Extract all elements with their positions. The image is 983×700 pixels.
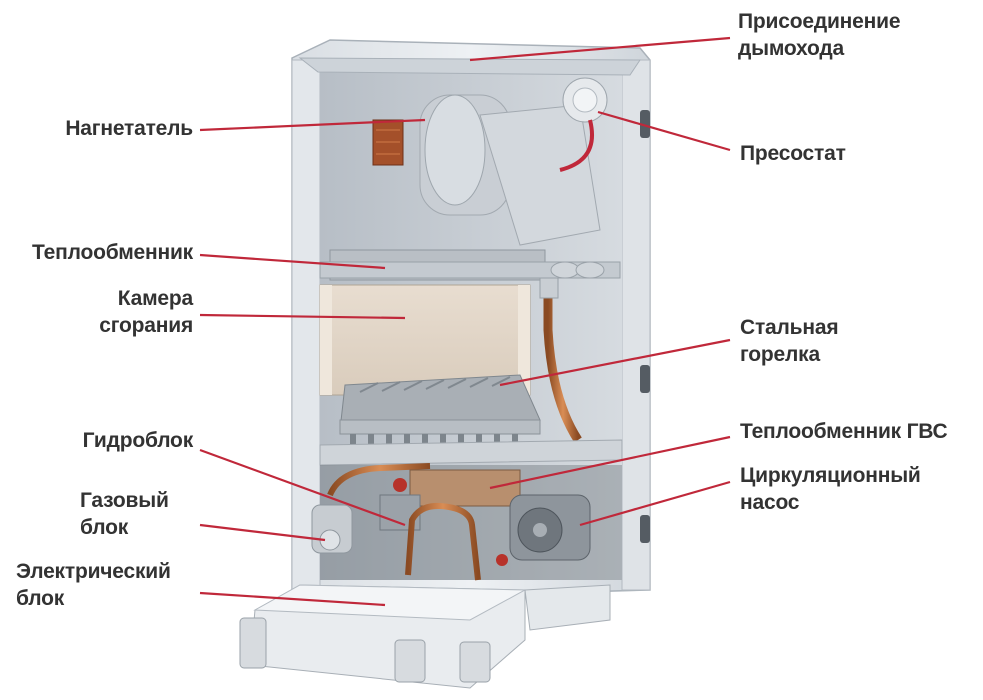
hydraulic-section (311, 463, 622, 581)
label-flue-connection: Присоединение дымохода (738, 10, 901, 60)
label-electric-block: Электрический блок (16, 560, 171, 610)
steel-burner-unit (339, 277, 582, 444)
blower-fan (372, 94, 601, 246)
leader-flue-connection (469, 36, 731, 62)
leader-steel-burner (499, 338, 731, 387)
heat-exchanger-unit (319, 249, 621, 281)
leader-lines (199, 36, 731, 607)
pressostat-device (559, 77, 608, 172)
leader-gas-block (199, 523, 326, 542)
label-gas-block: Газовый блок (80, 489, 169, 539)
label-pressostat: Пресостат (740, 142, 846, 165)
label-hydroblock: Гидроблок (82, 429, 194, 452)
leader-circulation-pump (579, 480, 731, 527)
label-blower: Нагнетатель (65, 117, 193, 140)
leader-dhw-heat-exchanger (489, 435, 731, 490)
leader-pressostat (597, 110, 731, 152)
leader-blower (199, 118, 426, 132)
electric-control-block (239, 584, 611, 689)
label-circulation-pump: Циркуляционный насос (740, 464, 921, 514)
leader-heat-exchanger (199, 253, 386, 270)
leader-combustion-chamber (199, 313, 406, 320)
leader-hydroblock (199, 448, 406, 527)
label-dhw-heat-exchanger: Теплообменник ГВС (740, 420, 948, 443)
label-combustion-chamber: Камера сгорания (99, 287, 193, 337)
label-steel-burner: Стальная горелка (740, 316, 839, 366)
label-heat-exchanger: Теплообменник (32, 241, 193, 264)
leader-electric-block (199, 591, 386, 607)
